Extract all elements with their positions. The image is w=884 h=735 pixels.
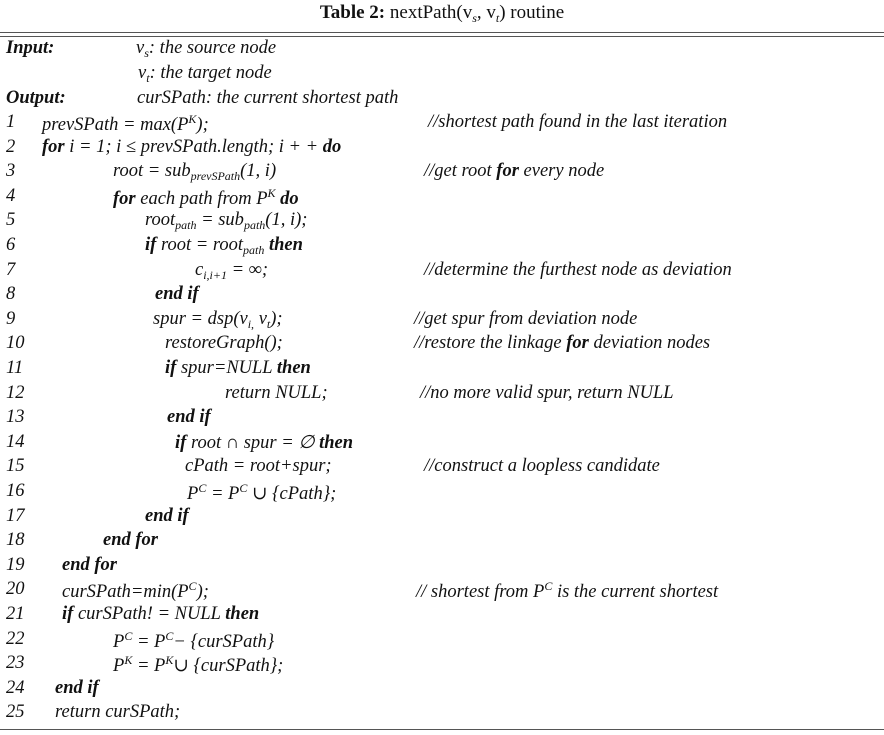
line-number: 21: [6, 604, 25, 624]
table-number: Table 2:: [319, 2, 386, 23]
line-number: 15: [6, 456, 25, 477]
line-code: PK = PK∪ {curSPath};: [113, 653, 284, 677]
line-number: 23: [6, 653, 25, 674]
line-code: root = subprevSPath(1, i): [113, 161, 277, 184]
code-line-7: 7 ci,i+1 = ∞; //determine the furthest nod…: [0, 260, 884, 284]
code-line-20: 20 curSPath=min(PC); // shortest from PC i…: [0, 579, 884, 603]
line-comment: //construct a loopless candidate: [424, 456, 660, 477]
code-line-13: 13 end if: [0, 407, 884, 431]
line-code: end for: [62, 554, 117, 575]
header-input: Input: vs: the source node: [0, 38, 884, 62]
line-number: 1: [6, 112, 16, 132]
line-number: 17: [6, 505, 25, 526]
code-line-2: 2 for i = 1; i ≤ prevSPath.length; i + + …: [0, 137, 884, 161]
line-number: 6: [6, 235, 16, 255]
line-code: curSPath=min(PC);: [62, 579, 209, 603]
code-line-21: 21 if curSPath! = NULL then: [0, 604, 884, 628]
top-rule: [0, 32, 884, 33]
code-line-23: 23 PK = PK∪ {curSPath};: [0, 653, 884, 677]
line-code: prevSPath = max(PK);: [42, 112, 209, 135]
code-line-1: 1 prevSPath = max(PK); //shortest path fou…: [0, 112, 884, 136]
code-line-19: 19 end for: [0, 555, 884, 579]
line-comment: //determine the furthest node as deviati…: [424, 259, 732, 280]
line-code: restoreGraph();: [165, 333, 283, 354]
input-label: Input:: [6, 38, 55, 58]
header-output: Output: curSPath: the current shortest p…: [0, 88, 884, 112]
line-code: return curSPath;: [55, 702, 181, 723]
code-line-11: 11 if spur=NULL then: [0, 358, 884, 382]
code-line-14: 14 if root ∩ spur = ∅ then: [0, 432, 884, 456]
line-number: 9: [6, 308, 16, 329]
line-code: end if: [167, 407, 211, 428]
input-value: vs: the source node: [136, 38, 277, 60]
line-code: PC = PC ∪ {cPath};: [187, 481, 337, 504]
bottom-rule: [0, 729, 884, 730]
output-value: curSPath: the current shortest path: [137, 88, 399, 108]
line-number: 14: [6, 431, 25, 452]
code-line-15: 15 cPath = root+spur; //construct a loople…: [0, 456, 884, 480]
line-number: 19: [6, 554, 25, 575]
line-number: 10: [6, 333, 25, 354]
code-line-17: 17 end if: [0, 506, 884, 530]
line-code: end if: [155, 284, 199, 305]
line-number: 3: [6, 161, 16, 182]
code-line-9: 9 spur = dsp(vi, vt); //get spur from devi…: [0, 309, 884, 333]
code-line-6: 6 if root = rootpath then: [0, 235, 884, 259]
code-line-25: 25 return curSPath;: [0, 702, 884, 726]
line-code: end if: [145, 505, 189, 526]
line-number: 22: [6, 628, 25, 649]
line-code: ci,i+1 = ∞;: [195, 259, 269, 282]
code-line-24: 24 end if: [0, 678, 884, 702]
line-number: 24: [6, 677, 25, 698]
code-line-12: 12 return NULL; //no more valid spur, retu…: [0, 383, 884, 407]
table-title: Table 2: nextPath(vs, vt) routine: [0, 2, 884, 26]
code-line-4: 4 for each path from PK do: [0, 186, 884, 210]
code-line-22: 22 PC = PC− {curSPath}: [0, 629, 884, 653]
line-number: 11: [6, 358, 24, 378]
top-rule-2: [0, 36, 884, 37]
line-code: if curSPath! = NULL then: [62, 604, 260, 624]
code-line-16: 16 PC = PC ∪ {cPath};: [0, 481, 884, 505]
line-number: 2: [6, 136, 16, 157]
line-number: 16: [6, 481, 25, 501]
table-caption: nextPath(vs, vt) routine: [389, 2, 565, 25]
line-comment: //no more valid spur, return NULL: [420, 382, 674, 403]
line-number: 13: [6, 407, 25, 428]
line-code: cPath = root+spur;: [185, 456, 332, 477]
line-code: if spur=NULL then: [165, 358, 311, 378]
line-code: for i = 1; i ≤ prevSPath.length; i + + d…: [42, 136, 342, 157]
line-number: 4: [6, 185, 16, 206]
line-comment: // shortest from PC is the current short…: [416, 579, 719, 603]
line-comment: //restore the linkage for deviation node…: [414, 333, 711, 354]
line-code: for each path from PK do: [113, 185, 299, 209]
output-label: Output:: [6, 88, 66, 108]
code-line-10: 10 restoreGraph(); //restore the linkage f…: [0, 333, 884, 357]
line-comment: //get root for every node: [424, 161, 605, 182]
line-code: PC = PC− {curSPath}: [113, 628, 275, 652]
line-comment: //shortest path found in the last iterat…: [428, 112, 728, 132]
line-number: 7: [6, 259, 16, 280]
line-code: if root ∩ spur = ∅ then: [175, 432, 354, 453]
line-code: spur = dsp(vi, vt);: [153, 308, 283, 331]
line-code: end if: [55, 677, 99, 698]
line-number: 8: [6, 284, 16, 305]
line-number: 18: [6, 530, 25, 551]
line-code: return NULL;: [225, 382, 328, 403]
code-line-3: 3 root = subprevSPath(1, i) //get root for…: [0, 161, 884, 185]
line-number: 25: [6, 702, 25, 723]
line-number: 20: [6, 579, 25, 600]
code-line-18: 18 end for: [0, 530, 884, 554]
input-value-2: vt: the target node: [138, 63, 272, 85]
line-comment: //get spur from deviation node: [414, 308, 638, 329]
header-input-2: vt: the target node: [0, 63, 884, 87]
line-code: if root = rootpath then: [145, 235, 303, 257]
code-line-5: 5 rootpath = subpath(1, i);: [0, 210, 884, 234]
line-code: end for: [103, 530, 158, 551]
line-number: 12: [6, 382, 25, 403]
line-number: 5: [6, 210, 16, 231]
code-line-8: 8 end if: [0, 284, 884, 308]
line-code: rootpath = subpath(1, i);: [145, 210, 308, 233]
